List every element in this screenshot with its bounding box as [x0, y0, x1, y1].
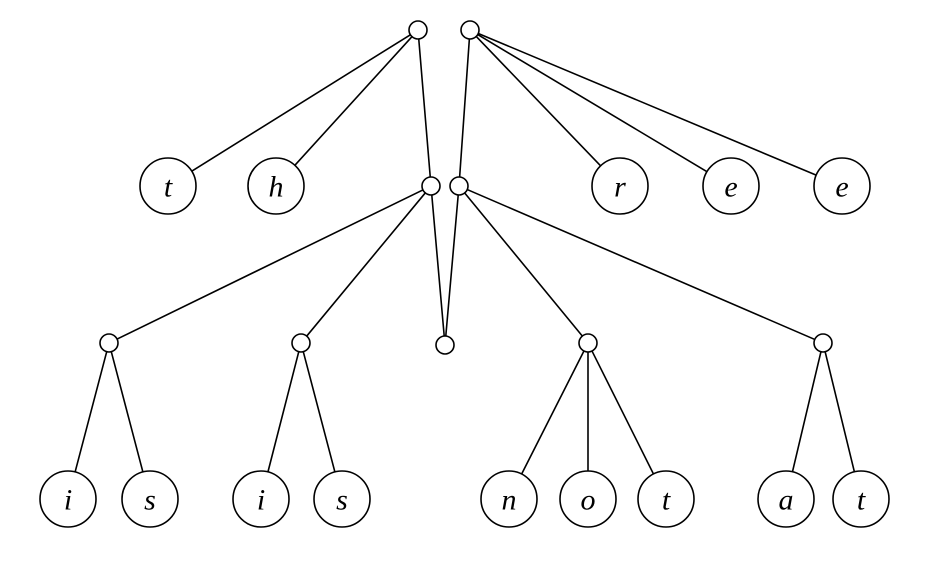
- tree-leaf-node-s[interactable]: s: [121, 470, 179, 528]
- node-circle[interactable]: [813, 333, 833, 353]
- tree-edge: [430, 194, 446, 337]
- tree-leaf-node-a[interactable]: a: [757, 470, 815, 528]
- node-circle[interactable]: [757, 470, 815, 528]
- node-label: h: [269, 171, 284, 204]
- tree-internal-node[interactable]: [99, 333, 119, 353]
- tree-internal-node[interactable]: [460, 20, 480, 40]
- tree-edge: [74, 350, 108, 473]
- tree-edge: [463, 192, 584, 337]
- tree-leaf-node-e[interactable]: e: [813, 157, 871, 215]
- tree-leaf-node-i[interactable]: i: [39, 470, 97, 528]
- node-circle[interactable]: [232, 470, 290, 528]
- tree-internal-node[interactable]: [578, 333, 598, 353]
- tree-edge: [302, 350, 336, 473]
- tree-edge: [294, 35, 413, 167]
- tree-edge: [591, 350, 655, 475]
- tree-internal-node[interactable]: [813, 333, 833, 353]
- tree-edge: [267, 350, 300, 473]
- tree-edge: [824, 350, 856, 473]
- node-label: t: [857, 484, 866, 517]
- tree-internal-node[interactable]: [421, 176, 441, 196]
- tree-internal-node[interactable]: [435, 335, 455, 355]
- tree-edge: [444, 194, 460, 337]
- node-circle[interactable]: [313, 470, 371, 528]
- tree-leaf-node-s[interactable]: s: [313, 470, 371, 528]
- node-circle[interactable]: [578, 333, 598, 353]
- tree-leaf-node-e[interactable]: e: [702, 157, 760, 215]
- tree-internal-node[interactable]: [449, 176, 469, 196]
- node-circle[interactable]: [408, 20, 428, 40]
- node-circle[interactable]: [460, 20, 480, 40]
- tree-leaf-node-n[interactable]: n: [480, 470, 538, 528]
- tree-edge: [466, 188, 816, 341]
- tree-leaf-node-t[interactable]: t: [637, 470, 695, 528]
- node-circle[interactable]: [480, 470, 538, 528]
- tree-edge: [477, 32, 817, 176]
- tree-edge: [116, 189, 424, 340]
- node-circle[interactable]: [39, 470, 97, 528]
- node-label: t: [164, 171, 173, 204]
- node-circle[interactable]: [99, 333, 119, 353]
- node-circle[interactable]: [247, 157, 305, 215]
- tree-edge: [305, 192, 427, 337]
- node-label: e: [835, 171, 848, 204]
- node-label: s: [336, 484, 348, 517]
- node-circle[interactable]: [637, 470, 695, 528]
- tree-internal-node[interactable]: [291, 333, 311, 353]
- node-circle[interactable]: [421, 176, 441, 196]
- tree-leaf-node-t[interactable]: t: [832, 470, 890, 528]
- node-label: n: [502, 484, 517, 517]
- edge-layer: [74, 32, 856, 475]
- tree-edge: [791, 350, 822, 473]
- node-circle[interactable]: [702, 157, 760, 215]
- tree-leaf-node-i[interactable]: i: [232, 470, 290, 528]
- node-label: t: [662, 484, 671, 517]
- tree-edge: [520, 350, 585, 475]
- tree-edge: [476, 33, 708, 173]
- tree-edge: [417, 38, 432, 178]
- node-circle[interactable]: [435, 335, 455, 355]
- node-layer: t h r e e i s i s n o t a t: [39, 20, 890, 528]
- node-label: o: [581, 484, 596, 517]
- node-label: i: [257, 484, 265, 517]
- tree-leaf-node-t[interactable]: t: [139, 157, 197, 215]
- tree-edge: [190, 33, 412, 172]
- tree-leaf-node-o[interactable]: o: [559, 470, 617, 528]
- node-circle[interactable]: [591, 157, 649, 215]
- tree-edge: [110, 350, 144, 473]
- node-label: e: [724, 171, 737, 204]
- node-circle[interactable]: [832, 470, 890, 528]
- node-label: r: [614, 171, 626, 204]
- node-circle[interactable]: [813, 157, 871, 215]
- tree-leaf-node-r[interactable]: r: [591, 157, 649, 215]
- node-circle[interactable]: [559, 470, 617, 528]
- tree-leaf-node-h[interactable]: h: [247, 157, 305, 215]
- node-circle[interactable]: [139, 157, 197, 215]
- node-circle[interactable]: [121, 470, 179, 528]
- tree-edge: [475, 35, 602, 167]
- node-circle[interactable]: [291, 333, 311, 353]
- node-label: a: [779, 484, 794, 517]
- tree-edge: [458, 38, 471, 178]
- node-label: s: [144, 484, 156, 517]
- node-label: i: [64, 484, 72, 517]
- tree-internal-node[interactable]: [408, 20, 428, 40]
- node-circle[interactable]: [449, 176, 469, 196]
